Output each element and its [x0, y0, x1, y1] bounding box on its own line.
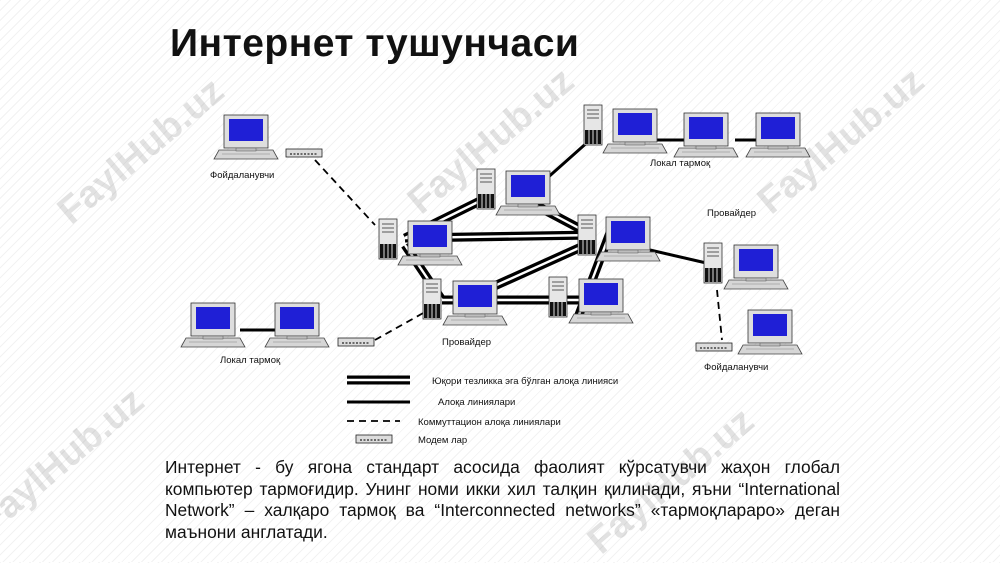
computer-icon: [745, 112, 811, 158]
computer-icon: [264, 302, 330, 348]
connection-lines: [240, 138, 765, 332]
modem-icon: [337, 337, 375, 347]
label-provider-bottom: Провайдер: [442, 337, 491, 348]
server-bottom-left: [422, 278, 442, 320]
computer-icon: [673, 112, 739, 158]
label-local-net-top: Локал тармоқ: [650, 158, 711, 169]
description-text: Интернет - бу ягона стандарт асосида фао…: [165, 457, 840, 542]
legend-modem-symbol: [355, 434, 393, 444]
server-right: [577, 214, 597, 256]
switched-lines: [314, 159, 723, 341]
computer-icon: [495, 170, 561, 216]
legend-modems: Модем лар: [418, 435, 467, 446]
page-title: Интернет тушунчаси: [170, 22, 580, 65]
legend: Юқори тезликка эга бўлган алоқа линияси …: [347, 375, 618, 446]
computer-icon: [213, 114, 279, 160]
label-user-right: Фойдаланувчи: [704, 362, 768, 373]
computer-icon: [397, 220, 463, 266]
label-provider-right: Провайдер: [707, 208, 756, 219]
server-top-right: [583, 104, 603, 146]
modem-icon: [285, 148, 323, 158]
server-bottom-right: [548, 276, 568, 318]
modem-icon: [695, 342, 733, 352]
server-top: [476, 168, 496, 210]
legend-high-speed: Юқори тезликка эга бўлган алоқа линияси: [432, 376, 618, 387]
computer-icon: [442, 280, 508, 326]
computer-icon: [180, 302, 246, 348]
server-left: [378, 218, 398, 260]
legend-switched: Коммуттацион алоқа линиялари: [418, 417, 561, 428]
computer-icon: [723, 244, 789, 290]
computer-icon: [737, 309, 803, 355]
computer-icon: [602, 108, 668, 154]
legend-lines: Алоқа линиялари: [438, 397, 515, 408]
server-far-right: [703, 242, 723, 284]
label-user-left: Фойдаланувчи: [210, 170, 274, 181]
label-local-net-bottom: Локал тармоқ: [220, 355, 281, 366]
